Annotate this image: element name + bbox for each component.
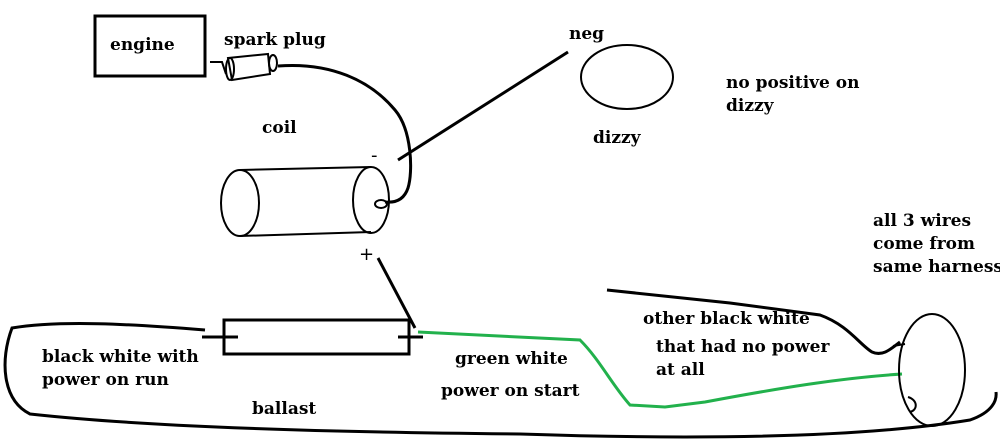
engine-box <box>93 14 207 78</box>
coil-positive-sign: + <box>359 244 375 265</box>
ballast-label: ballast <box>252 399 317 419</box>
green-white-label: green white <box>455 349 568 369</box>
all-3-wires-label-line3: same harness <box>873 257 1000 277</box>
neg-label: neg <box>569 24 605 44</box>
other-black-white-label-line2: that had no power <box>656 337 830 357</box>
power-on-start-label: power on start <box>441 381 580 401</box>
all-3-wires-label-line2: come from <box>873 234 976 254</box>
black-white-run-label-line1: black white with <box>42 347 199 367</box>
no-positive-label-line2: dizzy <box>726 96 774 116</box>
spark-plug-shape <box>210 52 278 82</box>
spark-plug-label: spark plug <box>224 30 326 50</box>
coil-shape <box>220 166 390 237</box>
no-positive-label-line1: no positive on <box>726 73 860 93</box>
engine-label: engine <box>110 35 175 55</box>
black-white-run-wire <box>3 322 998 439</box>
neg-wire <box>397 50 569 162</box>
green-white-wire <box>417 330 903 409</box>
other-black-white-wire <box>606 288 901 355</box>
coil-negative-sign: - <box>371 145 378 166</box>
coil-label: coil <box>262 118 297 138</box>
black-white-run-label-line2: power on run <box>42 370 169 390</box>
dizzy-shape <box>580 44 674 110</box>
ballast-shape <box>222 318 411 356</box>
dizzy-label: dizzy <box>593 128 641 148</box>
harness-connector <box>892 313 966 427</box>
all-3-wires-label-line1: all 3 wires <box>873 211 972 231</box>
other-black-white-label-line3: at all <box>656 360 705 380</box>
plug-to-coil-wire <box>277 63 413 204</box>
coil-positive-wire <box>376 257 417 329</box>
other-black-white-label-line1: other black white <box>643 309 810 329</box>
